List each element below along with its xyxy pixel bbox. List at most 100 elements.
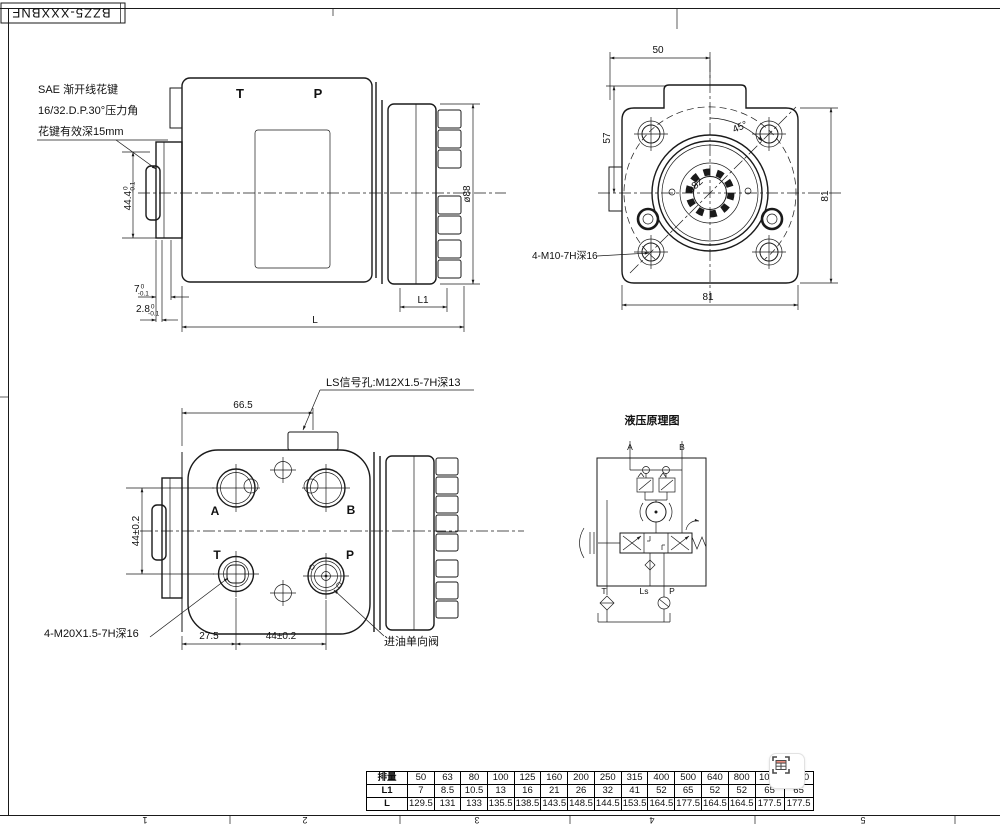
spline-note: SAE 渐开线花键 16/32.D.P.30°压力角 花键有效深15mm	[37, 82, 168, 170]
note-m10-thread: 4-M10-7H深16	[532, 250, 598, 262]
zone-label-1: 1	[142, 815, 147, 824]
dim-step-7-main: 7	[134, 284, 140, 295]
row-header-l1: L1	[366, 784, 408, 798]
dim-81-bottom: 81	[702, 292, 714, 303]
port-p	[303, 553, 349, 599]
dim-shaft-length-main: 44.4	[123, 190, 134, 210]
port-p-label: P	[346, 548, 354, 562]
disp-cell: 640	[701, 771, 729, 785]
port-b-label: B	[347, 503, 356, 517]
table-capture-button[interactable]	[770, 754, 804, 788]
end-bolts-2	[435, 457, 459, 619]
hydraulic-schematic: 液压原理图 A B	[579, 413, 707, 623]
l1-cell: 52	[727, 784, 756, 798]
ls-note-text: LS信号孔:M12X1.5-7H深13	[326, 376, 461, 389]
side-view-dimensions: 44.40-0.1 70-0.1 2.80-0.1 ø88 L1	[122, 103, 480, 332]
side-view: T P SAE 渐开线花键 16/32.D.P.30°压力角 花键有效深15mm…	[37, 77, 506, 332]
disp-cell: 200	[567, 771, 595, 785]
schematic-port-ls: Ls	[640, 586, 649, 596]
l1-cell: 52	[647, 784, 676, 798]
face-bolt-holes	[270, 457, 296, 606]
displacement-table: 排量 50 63 80 100 125 160 200 250 315 400 …	[366, 771, 814, 811]
dim-81-right: 81	[820, 190, 831, 202]
l-cell: 153.5	[620, 797, 649, 811]
dim-step-7-upper: 0	[141, 284, 145, 291]
side-port-t-label: T	[236, 86, 244, 101]
port-t	[213, 551, 259, 597]
dim-step-7-lower: -0.1	[138, 291, 150, 298]
table-row-l: L 129.5 131 133 135.5 138.5 143.5 148.5 …	[366, 797, 814, 811]
l-cell: 135.5	[486, 797, 515, 811]
dim-l: L	[312, 315, 318, 326]
disp-cell: 500	[674, 771, 703, 785]
dim-step-2-8-upper: 0	[151, 304, 155, 311]
note-check-valve: 进油单向阀	[384, 634, 439, 648]
disp-cell: 400	[647, 771, 676, 785]
zone-label-2: 2	[302, 815, 307, 824]
l-cell: 133	[460, 797, 488, 811]
disp-cell: 100	[486, 771, 515, 785]
plug-hole-right	[760, 207, 784, 231]
dim-step-7: 70-0.1	[134, 284, 149, 298]
dim-57: 57	[602, 132, 613, 144]
spec-table: 排量 50 63 80 100 125 160 200 250 315 400 …	[366, 771, 814, 811]
l1-cell: 26	[567, 784, 595, 798]
dim-step-2-8-main: 2.8	[136, 304, 150, 315]
zone-label-4: 4	[649, 815, 654, 824]
l1-cell: 52	[701, 784, 729, 798]
disp-cell: 160	[540, 771, 569, 785]
disp-cell: 250	[593, 771, 622, 785]
front-view: ø82 45° 50 57 81 81 4-M10-7H深16	[532, 45, 842, 310]
plug-hole-left	[636, 207, 660, 231]
schematic-title: 液压原理图	[625, 413, 680, 427]
dim-44-bottom: 44±0.2	[266, 631, 297, 642]
dim-44-left: 44±0.2	[131, 515, 142, 546]
end-bolts	[437, 109, 462, 279]
l-cell: 138.5	[513, 797, 542, 811]
l-cell: 177.5	[754, 797, 785, 811]
l1-cell: 65	[674, 784, 703, 798]
l-cell: 164.5	[647, 797, 676, 811]
l1-cell: 8.5	[433, 784, 462, 798]
l1-cell: 21	[540, 784, 569, 798]
disp-cell: 63	[433, 771, 462, 785]
l-cell: 164.5	[701, 797, 729, 811]
dim-shaft-length-upper: 0	[123, 186, 130, 190]
dim-gerotor-dia: ø88	[462, 185, 473, 203]
l-cell: 177.5	[674, 797, 703, 811]
table-capture-icon	[772, 756, 790, 774]
l1-cell: 7	[407, 784, 435, 798]
l-cell: 148.5	[567, 797, 595, 811]
zone-label-5: 5	[860, 815, 865, 824]
disp-cell: 125	[513, 771, 542, 785]
ls-note: LS信号孔:M12X1.5-7H深13	[302, 376, 474, 431]
l1-cell: 32	[593, 784, 622, 798]
spline-note-line3: 花键有效深15mm	[38, 124, 124, 138]
drawing-code: BZZ5-XXXBNF	[11, 6, 110, 21]
l-cell: 177.5	[783, 797, 814, 811]
row-header-l: L	[366, 797, 408, 811]
spline-note-line1: SAE 渐开线花键	[38, 82, 118, 96]
disp-cell: 80	[460, 771, 488, 785]
disp-cell: 315	[620, 771, 649, 785]
dim-50: 50	[652, 45, 664, 56]
schematic-port-t: T	[601, 586, 606, 596]
note-m20-thread: 4-M20X1.5-7H深16	[44, 627, 139, 640]
front-view-dimensions: 50 57 81 81 4-M10-7H深16	[532, 45, 838, 310]
disp-cell: 50	[407, 771, 435, 785]
port-a-label: A	[211, 504, 220, 518]
dim-66-5: 66.5	[233, 400, 253, 411]
port-view-dimensions: 66.5 44±0.2 27.5 44±0.2 4-M20X1.5-7H深16 …	[44, 400, 439, 650]
row-header-displacement: 排量	[366, 771, 408, 785]
table-row-displacement: 排量 50 63 80 100 125 160 200 250 315 400 …	[366, 771, 814, 785]
l-cell: 144.5	[593, 797, 622, 811]
l1-cell: 10.5	[460, 784, 488, 798]
l-cell: 164.5	[727, 797, 756, 811]
dim-shaft-length: 44.40-0.1	[123, 181, 137, 210]
l-cell: 131	[433, 797, 462, 811]
dim-l1: L1	[417, 295, 429, 306]
dim-step-2-8-lower: -0.1	[148, 311, 160, 318]
